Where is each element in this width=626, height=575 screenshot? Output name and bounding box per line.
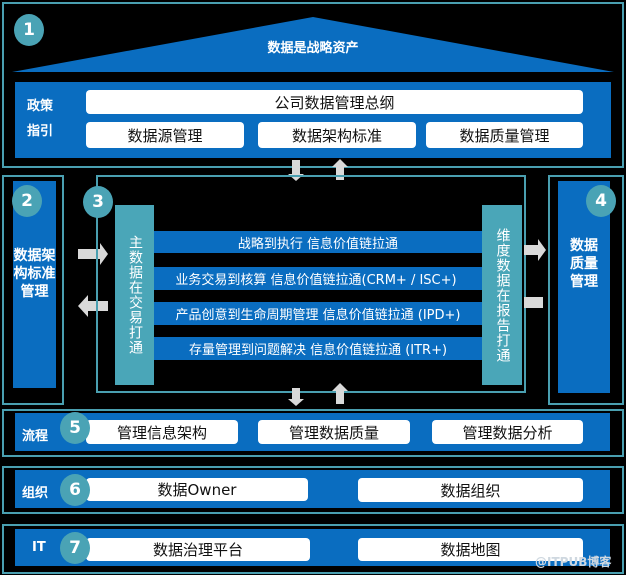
- section-number-badge: 5: [60, 412, 90, 444]
- section-number-badge: 6: [60, 474, 90, 506]
- policy-label-line2: 指引: [27, 124, 54, 139]
- watermark: @ITPUB博客: [535, 555, 612, 569]
- process-label: 流程: [22, 429, 49, 444]
- policy-box: 数据质量管理: [426, 122, 583, 148]
- section-value-chain: [96, 175, 526, 393]
- section-it: [2, 524, 624, 574]
- value-chain-band: 战略到执行 信息价值链拉通: [154, 231, 482, 253]
- process-box: 管理数据质量: [258, 420, 410, 444]
- section-organization: [2, 466, 624, 514]
- section-quality: [548, 175, 624, 405]
- roof-title: 数据是战略资产: [267, 41, 359, 56]
- dimension-data-column: 维度数据在报告打通: [482, 205, 522, 385]
- section-number-badge: 3: [83, 186, 113, 218]
- policy-label-line1: 政策: [27, 99, 54, 114]
- it-box: 数据治理平台: [86, 538, 310, 561]
- right-arrow-icon: [524, 239, 546, 261]
- section-policy: [2, 2, 624, 168]
- up-arrow-icon: [332, 159, 348, 180]
- section-architecture: [2, 175, 64, 405]
- section-process: [2, 409, 624, 457]
- process-box: 管理信息架构: [86, 420, 238, 444]
- architecture-title: 数据架构标准管理: [13, 248, 56, 300]
- value-chain-band: 业务交易到核算 信息价值链拉通(CRM+ / ISC+): [150, 267, 482, 290]
- down-arrow-icon: [288, 388, 304, 406]
- organization-box: 数据Owner: [86, 478, 308, 501]
- section-number-badge: 7: [60, 532, 90, 564]
- policy-box: 数据源管理: [86, 122, 244, 148]
- process-box: 管理数据分析: [432, 420, 583, 444]
- policy-box: 数据架构标准: [258, 122, 416, 148]
- it-box: 数据地图: [358, 538, 583, 561]
- section-number-badge: 2: [12, 185, 42, 217]
- organization-box: 数据组织: [358, 478, 583, 502]
- right-arrow-icon: [78, 243, 108, 265]
- block-arrow-icon: [524, 297, 543, 308]
- side-arrows-right: [524, 239, 546, 308]
- section-number-badge: 4: [586, 185, 616, 217]
- left-arrow-icon: [78, 295, 108, 317]
- section-number-badge: 1: [14, 14, 44, 46]
- side-arrows-left: [78, 243, 108, 317]
- it-label: IT: [32, 540, 46, 555]
- value-chain-band: 存量管理到问题解决 信息价值链拉通 (ITR+): [154, 337, 482, 360]
- vertical-arrows-bottom: [288, 383, 348, 406]
- company-data-charter-box: 公司数据管理总纲: [86, 90, 583, 114]
- value-chain-band: 产品创意到生命周期管理 信息价值链拉通 (IPD+): [154, 302, 482, 325]
- quality-title: 数据质量管理: [570, 238, 598, 290]
- organization-label: 组织: [22, 486, 49, 501]
- master-data-column: 主数据在交易打通: [115, 205, 154, 385]
- up-arrow-icon: [332, 383, 348, 404]
- roof-triangle: [12, 17, 614, 72]
